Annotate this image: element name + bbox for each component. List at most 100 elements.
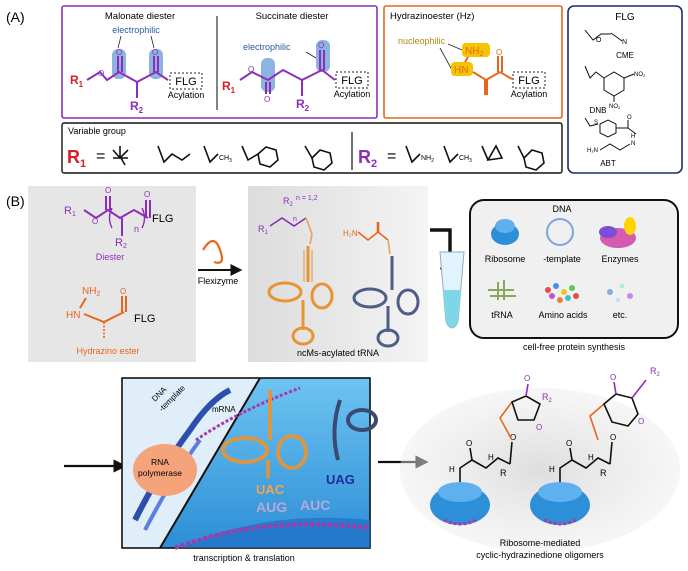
svg-text:O: O — [466, 439, 472, 448]
hz-acylation: Acylation — [511, 89, 548, 99]
codon-aug: AUG — [256, 499, 287, 515]
flexizyme-label: Flexizyme — [198, 276, 239, 286]
hydrazino-ester-structure: NH2 HN O FLG Hydrazino ester — [66, 286, 155, 356]
hn-highlight — [451, 62, 473, 76]
r1-phenyl-ring — [311, 149, 333, 171]
malonate-acylation: Acylation — [168, 90, 205, 100]
svg-text:H: H — [449, 465, 455, 474]
svg-text:n: n — [293, 216, 297, 223]
trna-icon — [488, 280, 516, 300]
transcription-caption: transcription & translation — [193, 553, 295, 563]
malonate-electrophilic-label: electrophilic — [112, 25, 160, 35]
nh2-highlight — [462, 43, 490, 57]
abt-ring — [599, 119, 617, 138]
svg-text:O: O — [144, 190, 150, 199]
cme-structure — [584, 29, 611, 41]
svg-text:N: N — [631, 141, 635, 147]
svg-text:H₂N: H₂N — [343, 229, 358, 238]
succinate-highlight-1 — [261, 58, 275, 92]
malonate-title: Malonate diester — [105, 11, 175, 22]
svg-text:O: O — [566, 439, 572, 448]
variable-group-frame — [61, 122, 563, 174]
hz-nh2: NH2 — [465, 46, 483, 58]
hz-hn: HN — [454, 65, 468, 76]
variable-r1-eq: = — [96, 148, 105, 165]
succinate-acylation: Acylation — [334, 89, 371, 99]
svg-text:O: O — [610, 433, 616, 442]
oligomer-caption-2: cyclic-hydrazinedione oligomers — [476, 550, 604, 560]
trna-orange-large — [221, 390, 308, 478]
r1-benzyl-ring — [257, 146, 279, 168]
svg-text:R1: R1 — [258, 224, 269, 236]
dnb-chain — [584, 65, 605, 79]
flg-title: FLG — [615, 12, 635, 23]
malonate-o1: O — [116, 48, 122, 57]
flg-list: FLG O N CME NO2 NO2 DNB S O H₂N N H ABT — [584, 12, 646, 168]
succinate-flg-box — [335, 71, 369, 89]
malonate-r2: R2 — [130, 99, 144, 115]
malonate-structure: Malonate diester electrophilic O O O R1 … — [70, 11, 204, 115]
cellfree-item-dna-2: -template — [543, 254, 581, 264]
svg-text:H: H — [588, 453, 594, 462]
oligomer-2-r: R — [600, 468, 607, 478]
succinate-title: Succinate diester — [256, 11, 329, 22]
malonate-arrow-1 — [117, 35, 122, 49]
r1-propyl — [157, 145, 191, 164]
orange-trna — [267, 246, 334, 346]
amino-acids-icon — [545, 283, 579, 303]
nucleophilic-label: nucleophilic — [398, 36, 446, 46]
svg-text:N: N — [622, 39, 627, 46]
svg-text:O: O — [105, 186, 111, 195]
substrate-panel — [28, 186, 196, 362]
oligomer-1-r: R — [500, 468, 507, 478]
cellfree-item-dna-1: DNA — [552, 204, 571, 214]
rnap-label-1: RNA — [151, 457, 169, 467]
panel-a-label: (A) — [6, 9, 25, 25]
r2-methyl — [443, 145, 459, 164]
oligomer-caption-1: Ribosome-mediated — [500, 538, 581, 548]
cellfree-item-trna: tRNA — [491, 310, 513, 320]
rna-polymerase — [133, 444, 197, 496]
succinate-skeleton — [239, 68, 336, 82]
svg-text:H: H — [549, 465, 555, 474]
diester-n: n — [134, 224, 139, 234]
transcription-panel: DNA -template mRNA RNA polymerase UAC UA… — [121, 377, 378, 550]
diester-flg: FLG — [152, 213, 173, 225]
cellfree-item-etc: etc. — [613, 310, 628, 320]
r2-cyclopropyl — [486, 144, 504, 162]
hydrazinedione-ring-1 — [511, 395, 541, 421]
malonate-r1: R1 — [70, 73, 84, 89]
svg-text:H₂N: H₂N — [587, 148, 598, 154]
variable-r1: R1 — [67, 147, 86, 170]
flexizyme-step: Flexizyme — [198, 239, 243, 286]
svg-text:O: O — [496, 48, 502, 57]
svg-text:NO2: NO2 — [609, 104, 621, 110]
diester-r2: R2 — [115, 237, 127, 250]
r2-phenyl-ring — [523, 149, 545, 171]
oligomer-2-r2: R2 — [650, 366, 661, 378]
svg-text:O: O — [264, 95, 270, 104]
flg-item-cme: CME — [616, 51, 634, 60]
dnb-ring — [603, 71, 625, 97]
succinate-structure: Succinate diester electrophilic O O O R1… — [222, 11, 370, 113]
svg-text:O: O — [318, 41, 324, 50]
hz-flg-box — [512, 71, 546, 89]
diester-r1: R1 — [64, 205, 76, 218]
succinate-r1: R1 — [222, 79, 236, 95]
svg-text:O: O — [120, 287, 126, 296]
svg-text:H: H — [488, 453, 494, 462]
malonate-ester-o: O — [98, 69, 104, 78]
svg-text:NH2: NH2 — [82, 286, 100, 298]
acylated-trna: n = 1,2 R1 R2 n H₂N ncMs-acylated tR — [258, 195, 420, 358]
cellfree-item-ribosome: Ribosome — [485, 254, 526, 264]
abt-chain — [584, 117, 599, 127]
diester-structure: O O O n R1 R2 FLG Diester — [64, 186, 173, 262]
flg-item-abt: ABT — [600, 159, 616, 168]
anticodon-uag: UAG — [326, 472, 355, 487]
flg-frame — [567, 5, 683, 174]
r1-tert-butyl — [112, 146, 129, 166]
hydrazino-flg: FLG — [134, 313, 155, 325]
variable-group-title: Variable group — [68, 126, 126, 136]
r2-nh2: NH2 — [421, 155, 434, 164]
malonate-flg: FLG — [175, 76, 196, 88]
